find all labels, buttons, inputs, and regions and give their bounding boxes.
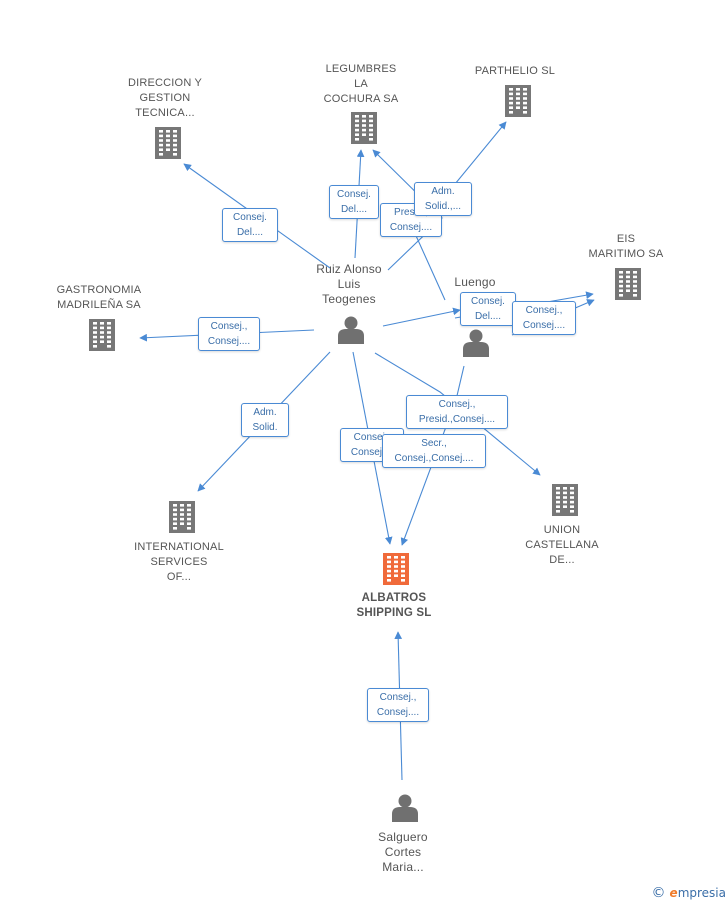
- parthelio-building-icon[interactable]: [505, 85, 531, 117]
- salguero-label[interactable]: Salguero Cortes Maria...: [378, 830, 428, 874]
- gastronomia-building-icon[interactable]: [89, 319, 115, 351]
- ruiz-person-icon[interactable]: [338, 316, 364, 345]
- relation-label-r8[interactable]: Adm. Solid.: [241, 403, 289, 437]
- direccion-label[interactable]: DIRECCION Y GESTION TECNICA...: [127, 77, 203, 119]
- eis-label[interactable]: EIS MARITIMO SA: [588, 233, 664, 260]
- legumbres-building-icon[interactable]: [351, 112, 377, 144]
- brand-initial: e: [669, 886, 678, 900]
- union-building-icon[interactable]: [552, 484, 578, 516]
- relation-label-r1[interactable]: Consej. Del....: [222, 208, 278, 242]
- relation-label-r11[interactable]: Secr., Consej.,Consej....: [382, 434, 486, 468]
- icons-layer: [89, 85, 641, 822]
- relation-label-r2[interactable]: Consej. Del....: [329, 185, 379, 219]
- parthelio-label[interactable]: PARTHELIO SL: [474, 65, 556, 77]
- international-building-icon[interactable]: [169, 501, 195, 533]
- relation-label-r6[interactable]: Consej., Consej....: [512, 301, 576, 335]
- luengo-person-icon[interactable]: [463, 329, 489, 358]
- relation-edge: [382, 307, 461, 327]
- albatros-building-icon[interactable]: [383, 553, 409, 585]
- relation-edge: [372, 149, 443, 271]
- salguero-person-icon[interactable]: [392, 794, 418, 823]
- brand-name: mpresia: [677, 886, 726, 900]
- legumbres-label[interactable]: LEGUMBRES LA COCHURA SA: [323, 63, 399, 105]
- empresia-brand[interactable]: ©empresia: [652, 885, 726, 901]
- relation-label-r3[interactable]: Presid., Consej....: [380, 203, 442, 237]
- relation-label-r12[interactable]: Consej., Consej....: [367, 688, 429, 722]
- ruiz-label[interactable]: Ruiz Alonso Luis Teogenes: [316, 262, 382, 306]
- copyright-symbol: ©: [651, 885, 666, 901]
- relation-edge: [374, 352, 541, 476]
- relation-label-r7[interactable]: Consej., Consej....: [198, 317, 260, 351]
- relation-label-r5[interactable]: Consej. Del....: [460, 292, 516, 326]
- direccion-building-icon[interactable]: [155, 127, 181, 159]
- albatros-label[interactable]: ALBATROS SHIPPING SL: [356, 592, 432, 619]
- relation-label-r10[interactable]: Consej., Presid.,Consej....: [406, 395, 508, 429]
- eis-building-icon[interactable]: [615, 268, 641, 300]
- gastronomia-label[interactable]: GASTRONOMIA MADRILEÑA SA: [56, 284, 142, 311]
- international-label[interactable]: INTERNATIONAL SERVICES OF...: [134, 541, 224, 583]
- union-label[interactable]: UNION CASTELLANA DE...: [525, 524, 599, 566]
- relation-label-r4[interactable]: Adm. Solid.,...: [414, 182, 472, 216]
